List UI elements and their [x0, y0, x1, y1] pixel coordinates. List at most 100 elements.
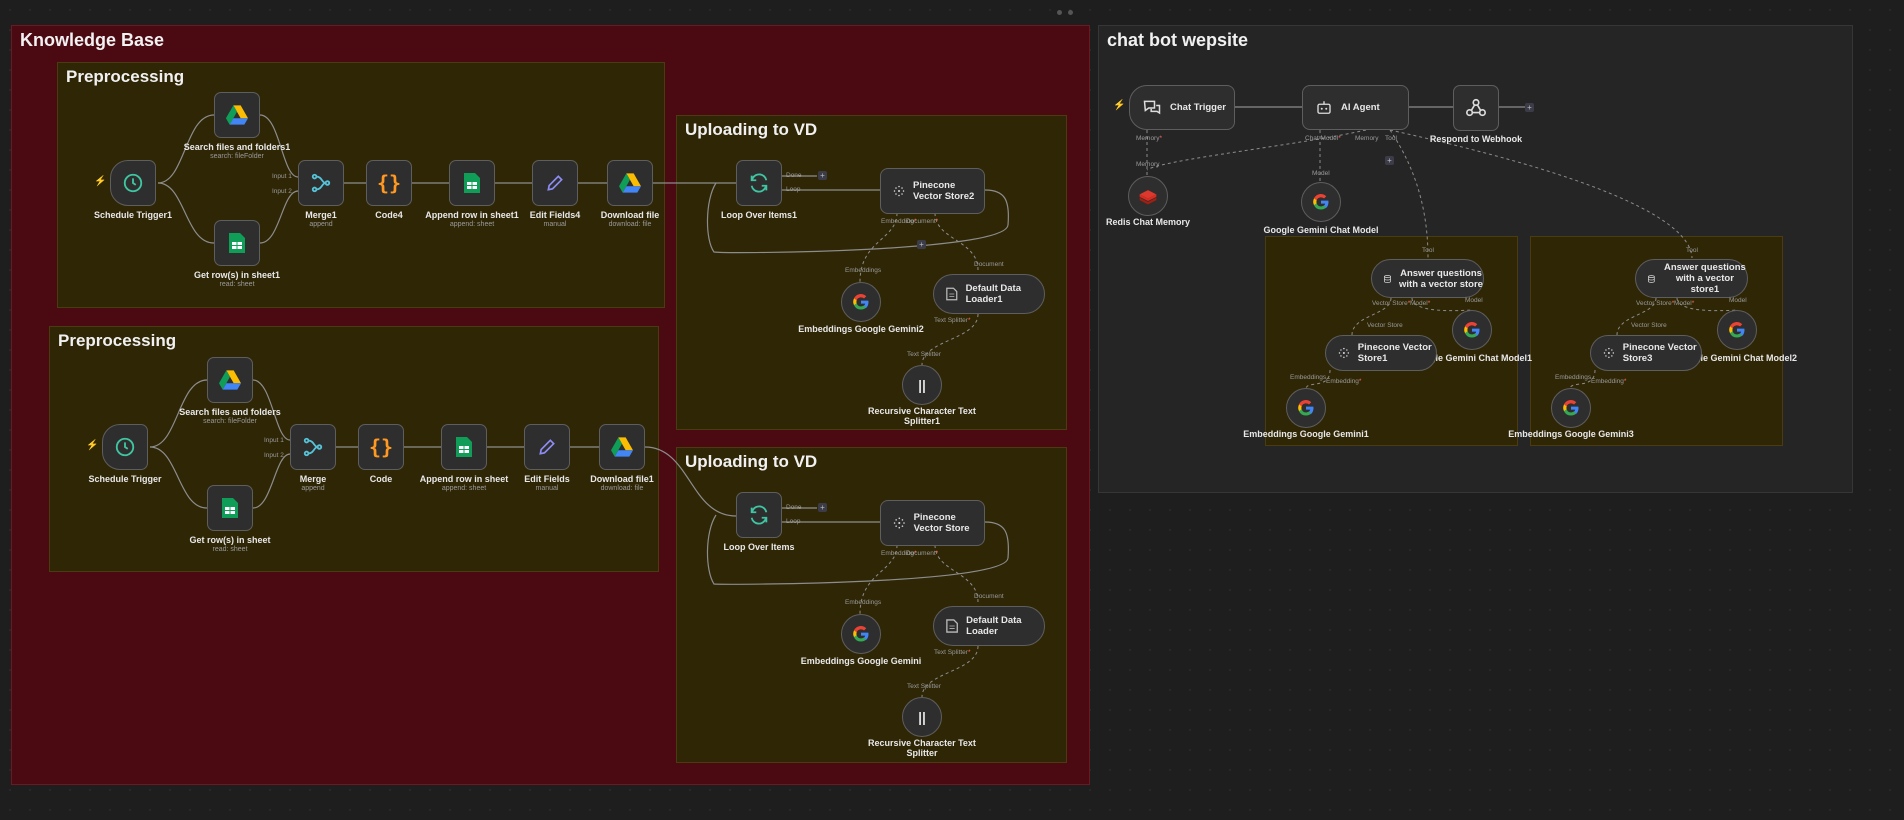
node-merge-1[interactable] [298, 160, 344, 206]
node-sublabel: download: file [608, 221, 652, 228]
port-label: Tool [1422, 247, 1434, 254]
node-embeddings-gemini-3[interactable] [1551, 388, 1591, 428]
node-schedule-trigger[interactable] [102, 424, 148, 470]
node-respond-to-webhook[interactable] [1453, 85, 1499, 131]
google-g-icon [1729, 321, 1745, 338]
node-sublabel: search: fileFolder [203, 418, 257, 425]
port-label: Document [974, 593, 1004, 600]
node-sublabel: manual [535, 485, 559, 492]
node-chat-trigger[interactable]: Chat Trigger [1129, 85, 1235, 130]
node-get-rows[interactable] [207, 485, 253, 531]
add-node-button[interactable]: + [818, 171, 827, 180]
node-label: Google Gemini Chat Model1 [1411, 353, 1532, 363]
redis-icon [1139, 190, 1157, 205]
node-embeddings-gemini[interactable] [841, 614, 881, 654]
node-sublabel: read: sheet [219, 281, 255, 288]
section-title: chat bot wepsite [1107, 30, 1249, 50]
code-braces-icon: {} [376, 171, 402, 195]
node-label: Respond to Webhook [1429, 134, 1523, 144]
port-label: Text Splitter* [934, 317, 971, 324]
port-label: Vector Store* [1636, 300, 1675, 307]
node-edit-fields-4[interactable] [532, 160, 578, 206]
port-label: Text Splitter* [934, 649, 971, 656]
node-google-gemini-chat-model-2[interactable] [1717, 310, 1757, 350]
node-label: Download file1 [590, 474, 654, 484]
node-default-data-loader-1[interactable]: Default Data Loader1 [933, 274, 1045, 314]
add-node-button[interactable]: + [818, 503, 827, 512]
port-vector-store-label: Vector Store [1372, 300, 1408, 307]
node-google-gemini-chat-model-1[interactable] [1452, 310, 1492, 350]
google-g-icon [853, 293, 869, 310]
node-sublabel: append: sheet [441, 485, 487, 492]
node-sublabel: append [301, 485, 325, 492]
node-recursive-splitter[interactable]: || [902, 697, 942, 737]
port-label: Input 1 [272, 173, 292, 180]
add-node-button[interactable]: + [917, 240, 926, 249]
node-answer-vector-store[interactable]: Answer questions with a vector store [1371, 259, 1484, 298]
node-redis-chat-memory[interactable] [1128, 176, 1168, 216]
node-download-file-1[interactable] [599, 424, 645, 470]
add-node-button[interactable]: + [1525, 103, 1534, 112]
node-pinecone-vector-store[interactable]: Pinecone Vector Store [880, 500, 985, 546]
node-answer-vector-store-1[interactable]: Answer questions with a vector store1 [1635, 259, 1748, 298]
pinecone-icon [893, 517, 905, 529]
node-merge[interactable] [290, 424, 336, 470]
port-model-label: Model [1410, 300, 1428, 307]
port-label: Memory* [1136, 135, 1163, 142]
node-embeddings-gemini-2[interactable] [841, 282, 881, 322]
node-append-row[interactable] [441, 424, 487, 470]
port-model-label: Model [1674, 300, 1692, 307]
node-embeddings-gemini-1[interactable] [1286, 388, 1326, 428]
node-append-row-1[interactable] [449, 160, 495, 206]
port-label: Chat Model* [1305, 135, 1341, 142]
document-icon [946, 619, 958, 633]
node-pinecone-vector-store-3[interactable]: Pinecone Vector Store3 [1590, 335, 1702, 371]
node-get-rows-1[interactable] [214, 220, 260, 266]
port-label: Input 2 [264, 452, 284, 459]
node-edit-fields[interactable] [524, 424, 570, 470]
node-google-gemini-chat-model[interactable] [1301, 182, 1341, 222]
port-label: Embedding* [1326, 378, 1362, 385]
port-label: Text Splitter [907, 351, 941, 358]
port-label: Document [974, 261, 1004, 268]
splitter-icon: || [918, 709, 926, 725]
google-g-icon [1313, 193, 1329, 210]
node-code-4[interactable]: {} [366, 160, 412, 206]
node-ai-agent[interactable]: AI Agent [1302, 85, 1409, 130]
add-node-button[interactable]: + [1385, 156, 1394, 165]
node-label: Answer questions with a vector store1 [1663, 262, 1746, 295]
pencil-icon [547, 175, 563, 191]
node-download-file[interactable] [607, 160, 653, 206]
node-loop-over-items-1[interactable] [736, 160, 782, 206]
node-code[interactable]: {} [358, 424, 404, 470]
port-label: Memory [1136, 161, 1160, 168]
node-label: Default Data Loader1 [965, 283, 1021, 305]
node-label: Pinecone Vector Store2 [913, 180, 975, 202]
port-label: Input 1 [264, 437, 284, 444]
node-pinecone-vector-store-2[interactable]: Pinecone Vector Store2 [880, 168, 985, 214]
merge-icon [311, 173, 331, 193]
port-label: Tool [1686, 247, 1698, 254]
port-label: Vector Store [1631, 322, 1667, 329]
node-label: Embeddings Google Gemini1 [1243, 429, 1369, 439]
port-label: Model [1465, 297, 1483, 304]
node-recursive-splitter-1[interactable]: || [902, 365, 942, 405]
port-label: Loop [786, 186, 801, 193]
section-title: Preprocessing [58, 331, 177, 350]
pencil-icon [539, 439, 555, 455]
node-default-data-loader[interactable]: Default Data Loader [933, 606, 1045, 646]
section-title: Uploading to VD [685, 120, 818, 139]
node-label: Search files and folders [179, 407, 281, 417]
node-label: Google Gemini Chat Model2 [1676, 353, 1797, 363]
node-schedule-trigger-1[interactable] [110, 160, 156, 206]
port-embedding-label: Embedding [881, 218, 914, 225]
database-icon [1384, 274, 1391, 283]
node-pinecone-vector-store-1[interactable]: Pinecone Vector Store1 [1325, 335, 1437, 371]
node-label: Loop Over Items1 [720, 210, 798, 220]
canvas-toolbar [1057, 10, 1073, 15]
node-search-files[interactable] [207, 357, 253, 403]
node-label: Append row in sheet1 [425, 210, 519, 220]
node-loop-over-items[interactable] [736, 492, 782, 538]
node-label: Recursive Character Text Splitter [868, 738, 976, 758]
node-search-files-1[interactable] [214, 92, 260, 138]
